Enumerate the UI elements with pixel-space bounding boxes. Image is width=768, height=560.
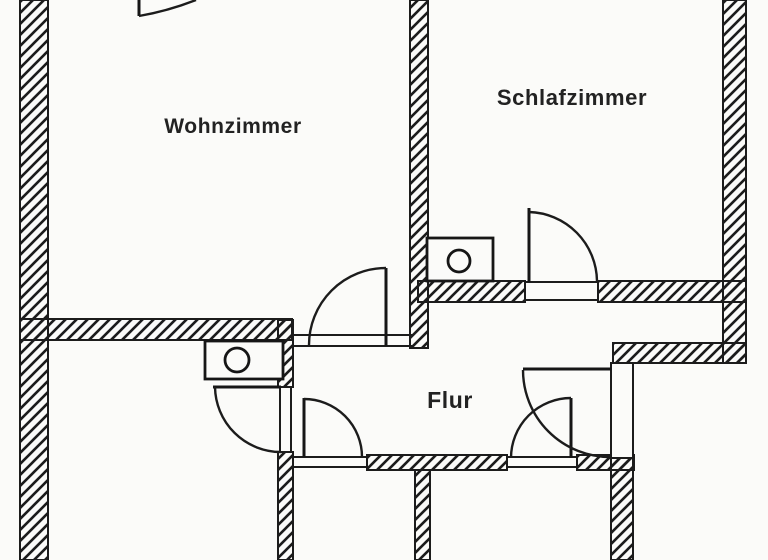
threshold-bottom-middle-right	[507, 456, 577, 468]
shaft-symbols	[203, 236, 495, 381]
room-label-wohnzimmer: Wohnzimmer	[164, 115, 301, 138]
room-labels: Wohnzimmer Schlafzimmer Flur	[164, 85, 647, 413]
wall-bottom-right	[610, 457, 634, 560]
door-arc-bottom-middle-left	[303, 397, 364, 458]
door-arc-bottom-middle-right	[509, 396, 572, 459]
wall-right-jog	[612, 342, 747, 364]
wall-mid-vertical	[409, 0, 429, 349]
doors	[137, 0, 611, 459]
wall-flur-bottom-left	[366, 454, 508, 471]
wall-wohnzimmer-bottom	[19, 318, 293, 341]
wall-left-mid-lower	[277, 451, 294, 560]
wall-schlafzimmer-bottom-right	[597, 280, 747, 303]
room-label-schlafzimmer: Schlafzimmer	[497, 85, 647, 110]
walls	[19, 0, 747, 560]
door-arc-wohnzimmer	[307, 266, 387, 346]
threshold-wohnzimmer-flur	[291, 334, 412, 347]
shaft-box-bottom-left	[203, 339, 285, 381]
door-openings	[279, 281, 634, 468]
door-arc-bottom-right-room	[521, 369, 611, 459]
shaft-box-schlafzimmer	[425, 236, 495, 283]
wall-outer-left	[19, 0, 49, 560]
wall-bottom-middle	[414, 469, 431, 560]
threshold-bottom-left-room	[279, 387, 292, 452]
door-arc-schlafzimmer	[528, 210, 599, 282]
threshold-schlafzimmer-flur	[525, 281, 598, 301]
wall-schlafzimmer-bottom-left	[417, 280, 526, 303]
wall-outer-right	[722, 0, 747, 364]
doorway-bottom-right-frame	[610, 362, 634, 459]
door-arc-bottom-left-room	[213, 386, 282, 454]
shaft-circle-bottom-left	[223, 346, 251, 374]
room-label-flur: Flur	[427, 387, 473, 413]
door-arc-top-edge	[138, 0, 197, 18]
shaft-circle-schlafzimmer	[446, 248, 472, 274]
